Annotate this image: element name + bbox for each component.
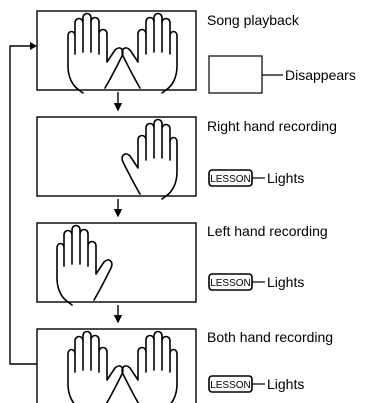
step-title: Right hand recording: [207, 118, 337, 134]
lesson-indicator-label: LESSON: [210, 380, 251, 391]
loop-return-connector: [9, 45, 37, 365]
loop-return-arrowhead: [30, 42, 37, 50]
step-title: Left hand recording: [207, 223, 328, 239]
step-title: Both hand recording: [207, 329, 333, 345]
indicator-state: Lights: [267, 376, 304, 392]
keyboard-display-frame: [36, 116, 197, 197]
indicator-state: Disappears: [285, 67, 356, 83]
lesson-indicator-empty: [208, 55, 263, 94]
step-left-hand-recording: Left hand recording LESSON Lights: [36, 222, 328, 306]
step-title: Song playback: [207, 12, 300, 28]
indicator-state: Lights: [267, 170, 304, 186]
step-right-hand-recording: Right hand recording LESSON Lights: [36, 116, 337, 200]
lesson-indicator-label: LESSON: [210, 174, 251, 185]
keyboard-display-frame: [36, 10, 197, 91]
step-song-playback: Song playback Disappears: [36, 10, 356, 94]
lesson-indicator-label: LESSON: [210, 278, 251, 289]
step-both-hand-recording: Both hand recording LESSON Lights: [36, 328, 333, 403]
indicator-state: Lights: [267, 274, 304, 290]
keyboard-display-frame: [36, 222, 197, 303]
